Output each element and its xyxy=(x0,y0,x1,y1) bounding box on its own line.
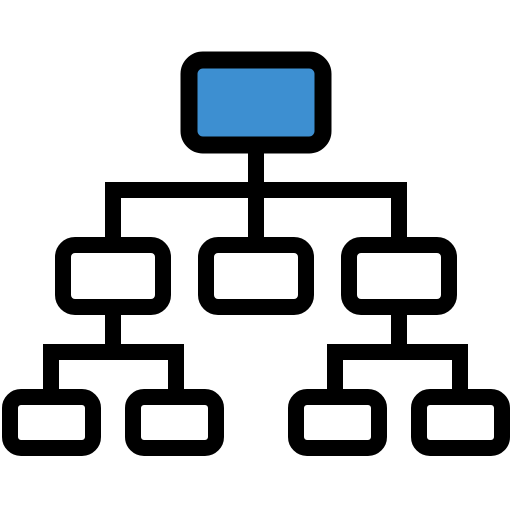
node-center xyxy=(198,237,314,315)
root-node xyxy=(180,51,332,154)
leaf-node-4 xyxy=(411,389,510,456)
leaf-node-3 xyxy=(288,389,387,456)
node-left xyxy=(55,237,171,315)
node-right xyxy=(341,237,457,315)
connector-lines xyxy=(43,142,468,398)
leaf-node-1 xyxy=(2,389,101,456)
leaf-node-2 xyxy=(125,389,224,456)
